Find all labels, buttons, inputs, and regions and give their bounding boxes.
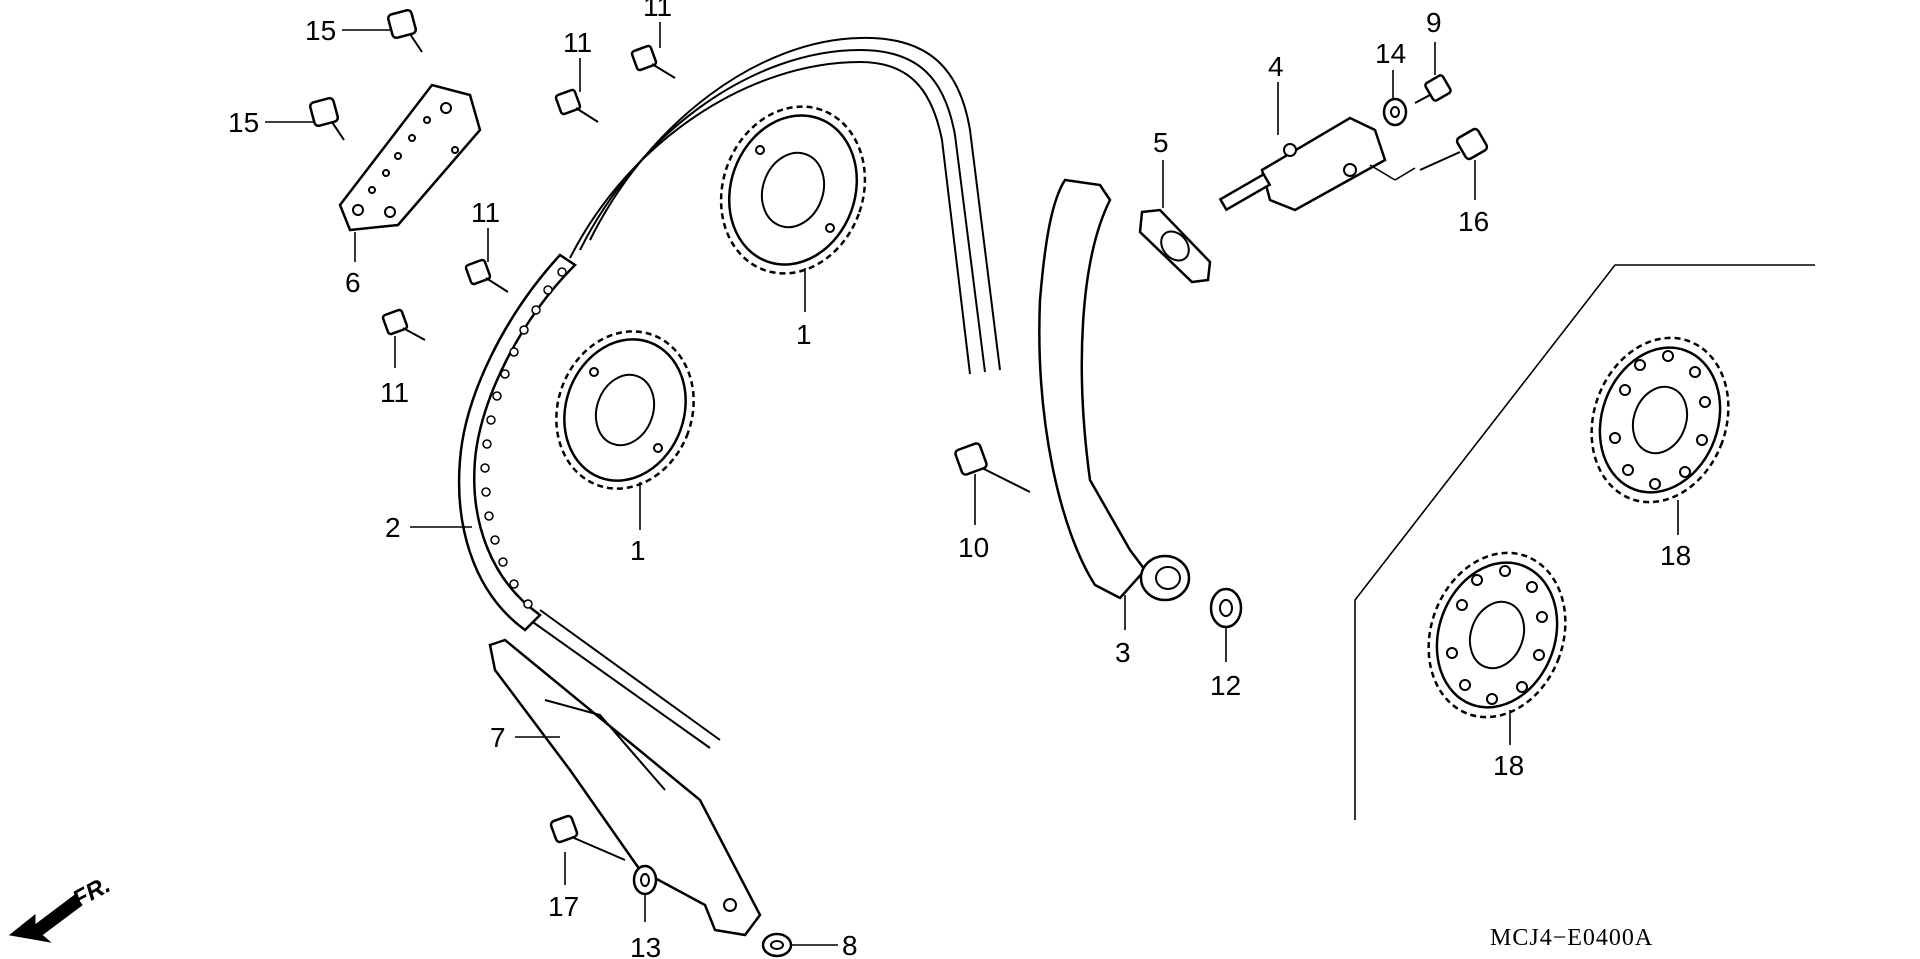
callout-11-c: 11 [471,197,500,228]
bolt-15-a [386,8,423,53]
callout-1-a: 1 [796,319,812,350]
callout-16: 16 [1458,206,1489,237]
callout-11-a: 11 [643,0,672,22]
callout-8: 8 [842,930,858,959]
front-direction-arrow [8,894,83,943]
callout-7: 7 [490,722,506,753]
callout-4: 4 [1268,51,1284,82]
cam-chain-guide [488,638,762,937]
callout-6: 6 [345,267,361,298]
diagram-code: MCJ4−E0400A [1490,925,1653,951]
bolt-17 [549,814,626,861]
callout-17: 17 [548,891,579,922]
chain-guide-bracket [338,83,482,232]
callout-13: 13 [630,932,661,959]
callout-2: 2 [385,512,401,543]
bolt-11-d [381,308,426,341]
cam-sprocket-upper [719,105,867,275]
callout-9: 9 [1426,7,1442,38]
callout-18-b: 18 [1493,750,1524,781]
sprocket-18-upper [1590,336,1730,504]
gasket-5 [1138,208,1212,284]
callout-15-a: 15 [305,15,336,46]
bolt-10 [954,442,1031,493]
callout-11-b: 11 [563,27,592,58]
sprocket-18-lower [1427,551,1567,719]
leader-lines [265,22,1679,946]
bolt-16 [1419,127,1489,171]
bolt-11-c [464,258,509,293]
callout-15-b: 15 [228,107,259,138]
washer-14 [1382,97,1408,127]
collar-8 [761,932,793,958]
cam-chain-tensioner-arm [1038,178,1191,602]
callouts: 15 15 6 11 11 11 11 1 1 2 7 17 13 8 10 3… [228,0,1691,959]
cam-chain [457,36,1001,749]
callout-1-b: 1 [630,535,646,566]
tensioner-lifter [1218,116,1416,212]
optional-parts-frame [1354,264,1815,820]
callout-5: 5 [1153,127,1169,158]
cam-sprocket-lower [555,330,695,490]
callout-18-a: 18 [1660,540,1691,571]
bolt-15-b [308,96,345,141]
washer-13 [632,864,658,896]
bolt-11-b [554,88,599,123]
washer-12 [1209,587,1243,629]
callout-14: 14 [1375,38,1406,69]
callout-3: 3 [1115,637,1131,668]
bolt-9 [1414,74,1452,104]
bolt-11-a [630,44,676,79]
callout-11-d: 11 [380,377,409,408]
callout-10: 10 [958,532,989,563]
callout-12: 12 [1210,670,1241,701]
